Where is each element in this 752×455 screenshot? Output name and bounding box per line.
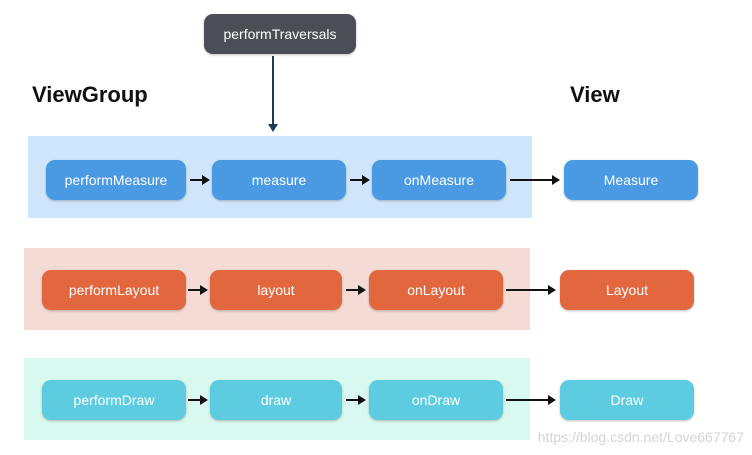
perform-measure-node: performMeasure xyxy=(46,160,186,200)
view-layout-node: Layout xyxy=(560,270,694,310)
measure-arrow-3 xyxy=(510,175,560,185)
draw-arrow-1 xyxy=(188,395,208,405)
traversals-arrow xyxy=(268,56,278,132)
view-heading: View xyxy=(570,82,620,107)
viewgroup-heading: ViewGroup xyxy=(32,82,148,107)
perform-draw-node: performDraw xyxy=(42,380,186,420)
measure-arrow-2 xyxy=(350,175,370,185)
on-draw-node: onDraw xyxy=(369,380,503,420)
on-layout-node: onLayout xyxy=(369,270,503,310)
layout-arrow-1 xyxy=(188,285,208,295)
perform-traversals-node: performTraversals xyxy=(204,14,356,54)
perform-layout-node: performLayout xyxy=(42,270,186,310)
layout-node: layout xyxy=(210,270,342,310)
draw-arrow-2 xyxy=(346,395,366,405)
layout-arrow-3 xyxy=(506,285,556,295)
layout-arrow-2 xyxy=(346,285,366,295)
view-measure-node: Measure xyxy=(564,160,698,200)
draw-node: draw xyxy=(210,380,342,420)
measure-arrow-1 xyxy=(190,175,210,185)
measure-node: measure xyxy=(212,160,346,200)
view-draw-node: Draw xyxy=(560,380,694,420)
on-measure-node: onMeasure xyxy=(372,160,506,200)
draw-arrow-3 xyxy=(506,395,556,405)
watermark: https://blog.csdn.net/Love667767 xyxy=(537,429,744,445)
